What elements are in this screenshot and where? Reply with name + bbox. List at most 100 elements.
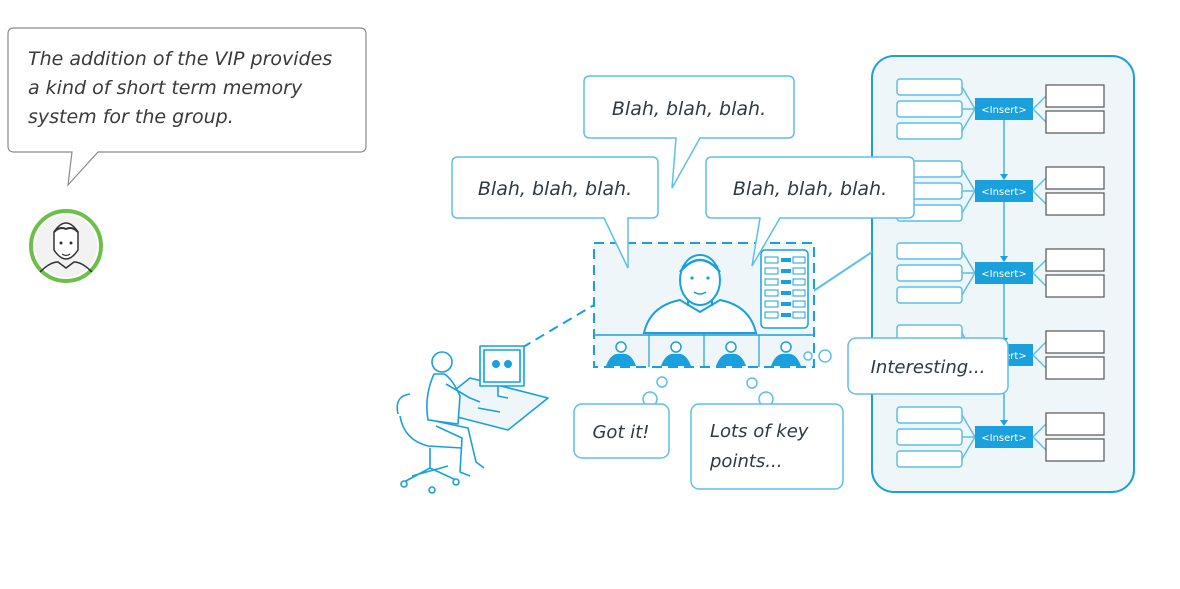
memory-link xyxy=(1032,108,1047,123)
memory-output-box xyxy=(1045,166,1105,190)
memory-output-box xyxy=(1045,274,1105,298)
memory-link xyxy=(1032,259,1047,274)
memory-link xyxy=(961,168,976,192)
participant-body xyxy=(716,353,746,366)
participant-head xyxy=(670,341,682,353)
memory-link xyxy=(1032,190,1047,205)
memory-link xyxy=(961,414,976,438)
memory-row: <Insert> xyxy=(896,160,1105,262)
thought-got-it-text: Got it! xyxy=(592,422,649,443)
participant-thumbnails xyxy=(606,335,801,367)
mini-note-box xyxy=(792,300,806,308)
speech-bubble-left: Blah, blah, blah. xyxy=(451,156,659,269)
mini-note-box xyxy=(792,278,806,286)
thought-interesting-text: Interesting... xyxy=(871,357,986,378)
memory-link xyxy=(1032,272,1047,287)
memory-input-box xyxy=(896,286,963,304)
thought-bubble-interesting: Interesting... xyxy=(803,337,1009,395)
insert-node xyxy=(975,262,1033,284)
speech-top-text: Blah, blah, blah. xyxy=(612,98,766,120)
memory-flow-arrow xyxy=(1000,256,1008,262)
mini-note-box xyxy=(764,278,779,286)
insert-label: <Insert> xyxy=(981,187,1026,198)
memory-flow-arrow xyxy=(1000,420,1008,426)
mini-note-node xyxy=(781,313,791,317)
memory-link xyxy=(1032,423,1047,438)
memory-link xyxy=(961,250,976,274)
mini-note-node xyxy=(781,280,791,284)
memory-link xyxy=(1032,341,1047,356)
vip-notes-panel xyxy=(760,249,809,329)
mini-note-box xyxy=(764,267,779,275)
mini-note-box xyxy=(792,311,806,319)
thought-key-points-line1: Lots of key xyxy=(710,421,809,442)
memory-link xyxy=(1032,95,1047,110)
narration-text: The addition of the VIP provides a kind … xyxy=(28,48,333,128)
memory-output-box xyxy=(1045,192,1105,216)
memory-output-box xyxy=(1045,248,1105,272)
insert-node xyxy=(975,98,1033,120)
speech-left-text: Blah, blah, blah. xyxy=(478,178,632,200)
memory-input-box xyxy=(896,242,963,260)
mini-note-node xyxy=(781,291,791,295)
mini-note-node xyxy=(781,269,791,273)
memory-output-box xyxy=(1045,84,1105,108)
memory-link xyxy=(961,272,976,296)
memory-flow-arrow xyxy=(1000,174,1008,180)
speech-bubble-top: Blah, blah, blah. xyxy=(583,75,795,189)
insert-label: <Insert> xyxy=(981,269,1026,280)
desk-worker xyxy=(396,345,549,494)
participant-head xyxy=(780,341,792,353)
memory-input-box xyxy=(896,428,963,446)
mini-note-box xyxy=(764,300,779,308)
memory-input-box xyxy=(896,122,963,140)
participant-body xyxy=(771,353,801,366)
memory-output-box xyxy=(1045,330,1105,354)
memory-input-box xyxy=(896,100,963,118)
speech-bubble-right: Blah, blah, blah. xyxy=(705,156,915,267)
mini-note-box xyxy=(764,256,779,264)
mini-note-box xyxy=(792,289,806,297)
memory-row: <Insert> xyxy=(896,406,1105,468)
thought-bubble-got-it: Got it! xyxy=(573,376,670,459)
participant-body xyxy=(661,353,691,366)
memory-link xyxy=(961,190,976,214)
memory-output-box xyxy=(1045,438,1105,462)
memory-output-box xyxy=(1045,110,1105,134)
speech-right-text: Blah, blah, blah. xyxy=(733,178,887,200)
memory-input-box xyxy=(896,406,963,424)
memory-input-box xyxy=(896,450,963,468)
memory-row: <Insert> xyxy=(896,242,1105,344)
participant-body xyxy=(606,353,636,366)
mini-note-box xyxy=(764,289,779,297)
narrator-bubble xyxy=(7,27,367,187)
memory-link xyxy=(1032,354,1047,369)
mini-note-node xyxy=(781,302,791,306)
narrator-avatar xyxy=(29,209,103,283)
insert-label: <Insert> xyxy=(981,433,1026,444)
memory-link xyxy=(961,108,976,132)
mini-note-box xyxy=(764,311,779,319)
memory-output-box xyxy=(1045,356,1105,380)
memory-row: <Insert> xyxy=(896,78,1105,180)
memory-link xyxy=(961,436,976,460)
mini-note-box xyxy=(792,267,806,275)
insert-node xyxy=(975,180,1033,202)
mini-note-node xyxy=(781,258,791,262)
memory-input-box xyxy=(896,78,963,96)
thought-key-points-line2: points... xyxy=(709,451,782,472)
memory-rows: <Insert><Insert><Insert><Insert><Insert> xyxy=(896,78,1105,468)
thought-bubble-key-points: Lots of key points... xyxy=(690,377,844,490)
memory-link xyxy=(961,86,976,110)
memory-input-box xyxy=(896,264,963,282)
insert-node xyxy=(975,426,1033,448)
mini-note-box xyxy=(792,256,806,264)
memory-link xyxy=(1032,177,1047,192)
memory-output-box xyxy=(1045,412,1105,436)
insert-label: <Insert> xyxy=(981,105,1026,116)
memory-link xyxy=(1032,436,1047,451)
participant-head xyxy=(725,341,737,353)
vip-presenter xyxy=(642,254,758,334)
panel-connector xyxy=(805,251,873,297)
